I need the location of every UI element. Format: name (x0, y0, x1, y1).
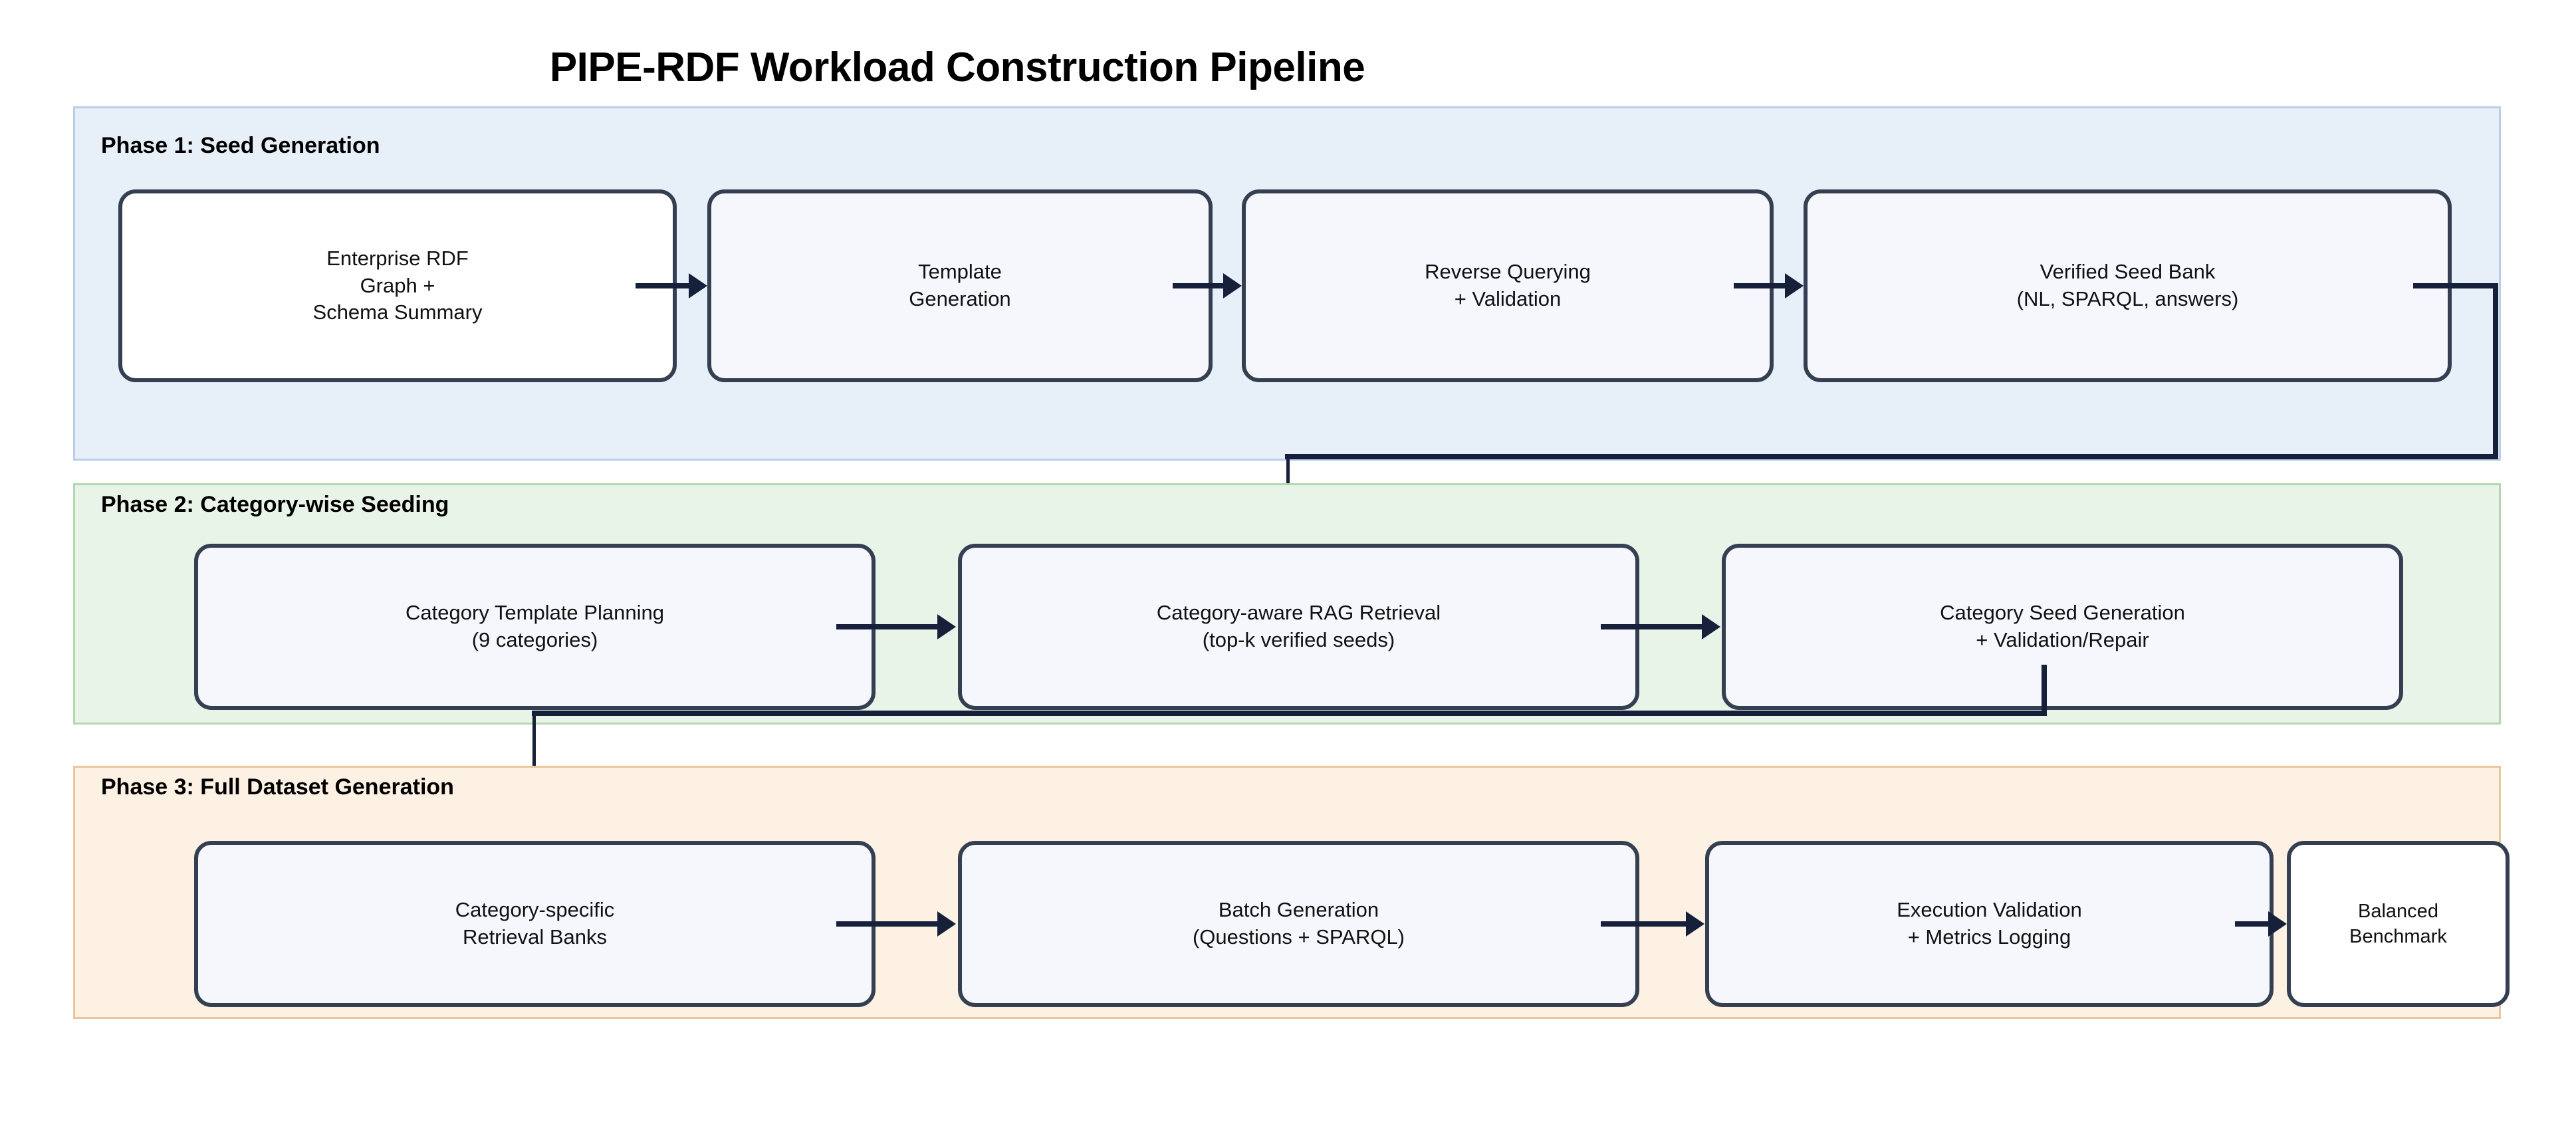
arrow-batch-to-execution (1686, 911, 1704, 937)
node-execution-validation[interactable]: Execution Validation + Metrics Logging (1705, 841, 2274, 1007)
connector-seedgen-down (2042, 665, 2047, 716)
connector-seedbank-to-left (1285, 454, 2498, 459)
arrow-template-to-reverse (1223, 273, 1242, 298)
connector-execution-to-benchmark (2235, 921, 2268, 927)
diagram-title: PIPE-RDF Workload Construction Pipeline (549, 45, 1365, 90)
connector-seedgen-to-left (532, 711, 2047, 716)
node-template-generation[interactable]: Template Generation (707, 189, 1213, 382)
connector-template-to-reverse (1173, 283, 1223, 288)
node-label: Category-specific Retrieval Banks (455, 898, 615, 949)
arrow-banks-to-batch (937, 911, 956, 937)
node-reverse-querying[interactable]: Reverse Querying + Validation (1242, 189, 1774, 382)
node-category-seed-generation[interactable]: Category Seed Generation + Validation/Re… (1722, 544, 2403, 710)
node-balanced-benchmark[interactable]: Balanced Benchmark (2287, 841, 2510, 1007)
connector-rag-to-seedgen (1601, 624, 1702, 629)
phase-3-label: Phase 3: Full Dataset Generation (101, 774, 454, 800)
node-label: Enterprise RDF Graph + Schema Summary (312, 246, 483, 324)
phase-2-label: Phase 2: Category-wise Seeding (101, 492, 449, 517)
arrow-planning-to-rag (937, 614, 956, 639)
node-label: Verified Seed Bank (NL, SPARQL, answers) (2016, 260, 2239, 310)
phase-1-label: Phase 1: Seed Generation (101, 133, 380, 158)
node-category-template-planning[interactable]: Category Template Planning (9 categories… (194, 544, 876, 710)
connector-batch-to-execution (1601, 921, 1686, 927)
connector-seedbank-down (2493, 283, 2498, 459)
node-label: Balanced Benchmark (2349, 900, 2447, 947)
node-enterprise-rdf-graph[interactable]: Enterprise RDF Graph + Schema Summary (118, 189, 677, 382)
node-label: Template Generation (909, 260, 1011, 310)
node-label: Category Seed Generation + Validation/Re… (1940, 601, 2185, 651)
connector-reverse-to-seedbank (1734, 283, 1785, 288)
arrow-reverse-to-seedbank (1785, 273, 1804, 298)
arrow-execution-to-benchmark (2268, 911, 2287, 937)
node-label: Reverse Querying + Validation (1425, 260, 1591, 310)
node-category-specific-retrieval-banks[interactable]: Category-specific Retrieval Banks (194, 841, 876, 1007)
arrow-enterprise-to-template (689, 273, 707, 298)
connector-enterprise-to-template (636, 283, 689, 288)
connector-banks-to-batch (836, 921, 937, 927)
connector-planning-to-rag (836, 624, 937, 629)
node-label: Execution Validation + Metrics Logging (1897, 898, 2082, 949)
node-category-aware-rag-retrieval[interactable]: Category-aware RAG Retrieval (top-k veri… (958, 544, 1639, 710)
node-label: Category-aware RAG Retrieval (top-k veri… (1156, 601, 1441, 651)
node-verified-seed-bank[interactable]: Verified Seed Bank (NL, SPARQL, answers) (1804, 189, 2452, 382)
node-label: Category Template Planning (9 categories… (406, 601, 664, 651)
node-batch-generation[interactable]: Batch Generation (Questions + SPARQL) (958, 841, 1639, 1007)
connector-seedbank-right-stub (2413, 283, 2498, 288)
node-label: Batch Generation (Questions + SPARQL) (1192, 898, 1405, 949)
arrow-rag-to-seedgen (1702, 614, 1720, 639)
